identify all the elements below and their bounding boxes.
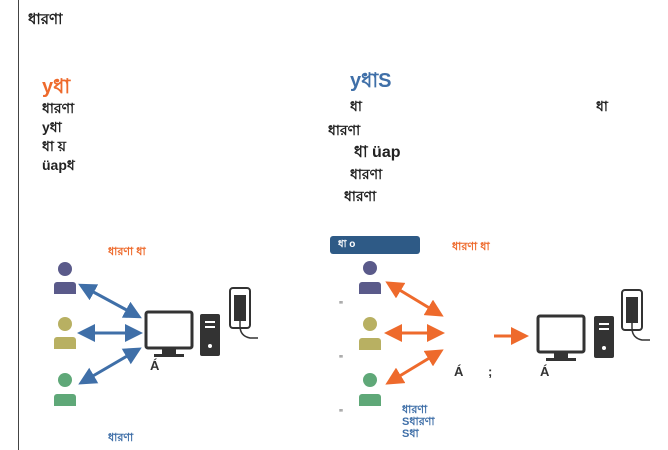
left-border-line (18, 0, 19, 450)
phone-touch-icon (229, 287, 258, 339)
left-list-item: ধা য় (42, 138, 67, 154)
left-list-item: yধা (42, 119, 62, 135)
bidirectional-arrow (78, 347, 142, 385)
left-top-label: ধারণা ধা (108, 246, 146, 258)
computer-icon (144, 310, 220, 357)
person-icon (54, 317, 76, 349)
person-icon (54, 262, 76, 294)
quote-mark: " (338, 354, 345, 365)
left-computer-label: Á (150, 358, 160, 373)
bidirectional-arrow (385, 349, 444, 385)
right-list-item: ধারণা (344, 188, 377, 204)
page-title: ধারণা (28, 11, 63, 28)
quote-mark: " (338, 300, 345, 311)
bidirectional-arrow (385, 281, 444, 317)
left-list-item: üapধ (42, 157, 75, 173)
right-list-item: ধারণা (328, 122, 361, 138)
left-list-item: ধারণা (42, 100, 75, 116)
right-bottom-label: Sধা (402, 428, 419, 440)
bidirectional-arrow (78, 283, 142, 319)
person-icon (359, 317, 381, 350)
side-mark: ; (488, 364, 493, 379)
right-bottom-label: ধারণা (402, 404, 428, 416)
person-icon (54, 373, 76, 406)
right-list-item: ধা üap (354, 144, 401, 161)
right-list-item: ধারণা (350, 166, 383, 182)
title-badge: ধা o (330, 236, 420, 254)
right-mark: ধা (596, 98, 608, 114)
quote-mark: " (338, 408, 345, 419)
phone-touch-icon (621, 289, 650, 341)
right-top-label: ধারণা ধা (452, 241, 490, 253)
right-bottom-labels: ধারণা Sধারণা Sধা (402, 404, 435, 440)
right-computer-label: Á (540, 364, 550, 379)
right-list-item: ধা (350, 98, 362, 114)
left-heading: yধা (42, 76, 71, 98)
computer-icon (536, 314, 614, 361)
person-icon (359, 261, 381, 294)
right-computer-label: Á (454, 364, 464, 379)
person-icon (359, 373, 381, 406)
left-list: ধারণা yধা ধা য় üapধ (42, 99, 75, 175)
right-bottom-label: Sধারণা (402, 416, 435, 428)
left-bottom-label: ধারণা (108, 432, 134, 444)
right-heading: yধাS (350, 70, 392, 92)
